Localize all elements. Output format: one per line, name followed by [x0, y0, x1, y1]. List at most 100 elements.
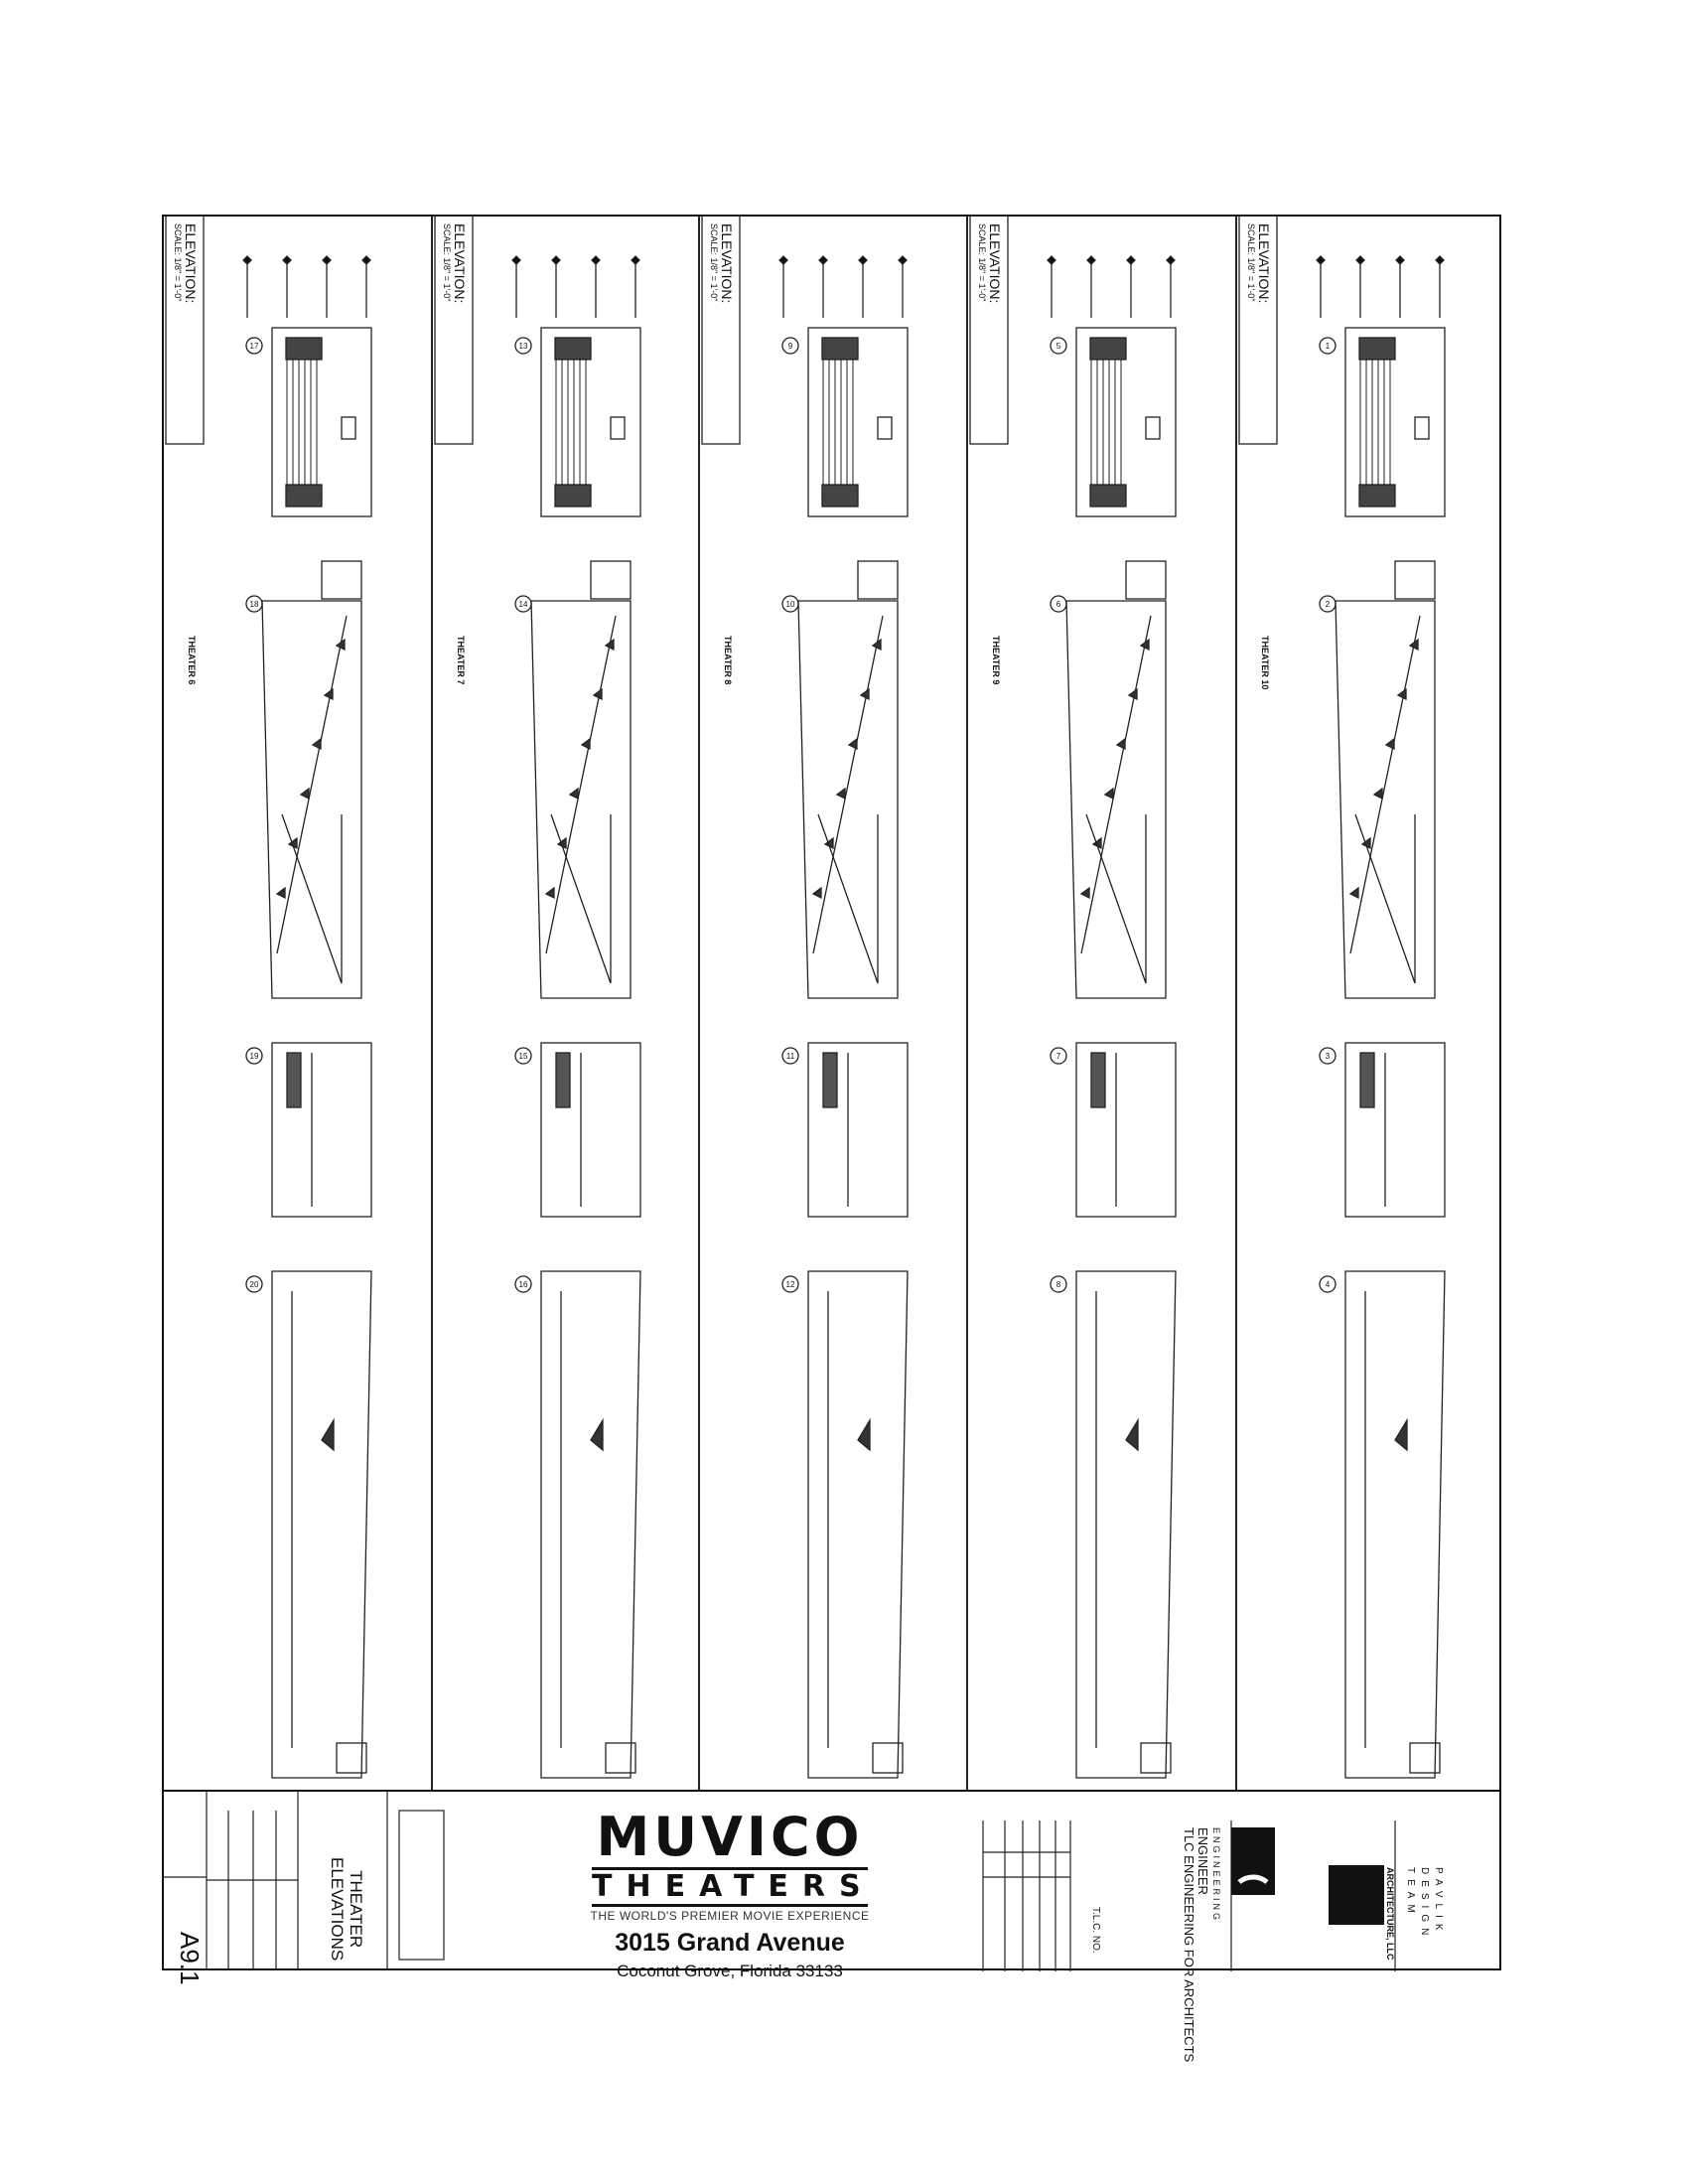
elevation-drawing	[797, 600, 899, 999]
callout-bubble-icon	[1050, 1275, 1067, 1293]
callout-bubble-icon	[1319, 1275, 1336, 1293]
callout-bubble-icon	[514, 1047, 532, 1065]
elevation-drawing	[540, 1270, 641, 1779]
callout-number: 9	[788, 342, 793, 351]
elevation-drawing	[807, 1042, 909, 1218]
projector-booth	[321, 560, 362, 600]
elevation-scale: SCALE: 1/8" = 1'-0"	[442, 223, 452, 302]
callout-bubble-icon	[245, 595, 263, 613]
engineer-heading: ENGINEER	[1196, 1827, 1210, 1895]
callout-bubble-icon	[1050, 595, 1067, 613]
callout-number: 2	[1326, 600, 1331, 609]
level-marker-icon	[1086, 255, 1096, 265]
level-marker-icon	[858, 255, 868, 265]
elevation-drawing	[1075, 1270, 1177, 1779]
elevation-title: ELEVATION:	[452, 223, 468, 304]
elevation-header-box	[969, 215, 1009, 445]
projector-booth	[857, 560, 899, 600]
architect-logo-line: TEAM	[1405, 1867, 1416, 1919]
level-marker-icon	[818, 255, 828, 265]
elevation-drawing	[540, 327, 641, 517]
theater-column: 1 2 3 4	[1235, 215, 1446, 1791]
tlc-logo-mark	[1231, 1827, 1275, 1895]
elevation-drawing	[261, 600, 362, 999]
callout-bubble-icon	[514, 1275, 532, 1293]
elevation-drawing	[1344, 1042, 1446, 1218]
level-marker-icon	[1126, 255, 1136, 265]
callout-bubble-icon	[1050, 1047, 1067, 1065]
level-marker-icon	[282, 255, 292, 265]
brand-tagline: THE WORLD'S PREMIER MOVIE EXPERIENCE	[590, 1909, 870, 1923]
level-marker-icon	[551, 255, 561, 265]
level-marker-icon	[1047, 255, 1056, 265]
callout-number: 13	[519, 342, 528, 351]
project-address: 3015 Grand Avenue	[615, 1929, 845, 1957]
callout-bubble-icon	[245, 1047, 263, 1065]
level-marker-icon	[898, 255, 908, 265]
muvico-logo: MUVICO THEATERS THE WORLD'S PREMIER MOVI…	[586, 1810, 874, 1981]
callout-number: 8	[1056, 1280, 1061, 1289]
level-marker-icon	[511, 255, 521, 265]
architect-firm: ARCHITECTURE, LLC	[1385, 1867, 1395, 1961]
elevation-header-box	[165, 215, 205, 445]
elevation-drawing	[271, 1270, 372, 1779]
elevation-header-box	[434, 215, 474, 445]
level-marker-icon	[361, 255, 371, 265]
engineer-ref: T.L.C. NO.	[1090, 1907, 1101, 1954]
elevation-drawing	[271, 1042, 372, 1218]
elevation-title: ELEVATION:	[719, 223, 735, 304]
callout-bubble-icon	[781, 1047, 799, 1065]
level-marker-icon	[242, 255, 252, 265]
callout-bubble-icon	[514, 337, 532, 355]
callout-bubble-icon	[1319, 337, 1336, 355]
callout-number: 19	[250, 1052, 259, 1061]
sheet-title-line2: ELEVATIONS	[328, 1857, 347, 1962]
elevation-title: ELEVATION:	[183, 223, 199, 304]
elevation-drawing	[271, 327, 372, 517]
projector-booth	[1125, 560, 1167, 600]
elevation-drawing	[540, 1042, 641, 1218]
callout-number: 17	[250, 342, 259, 351]
callout-bubble-icon	[781, 1275, 799, 1293]
sheet-border	[162, 215, 1501, 1970]
callout-number: 10	[786, 600, 795, 609]
elevation-drawing	[530, 600, 632, 999]
elevation-title: ELEVATION:	[1256, 223, 1272, 304]
elevation-scale: SCALE: 1/8" = 1'-0"	[173, 223, 183, 302]
engineer-logo-text: ENGINEERING	[1211, 1827, 1221, 1924]
callout-number: 20	[250, 1280, 259, 1289]
elevation-scale: SCALE: 1/8" = 1'-0"	[709, 223, 719, 302]
level-marker-icon	[1316, 255, 1326, 265]
sheet-title: THEATER ELEVATIONS	[328, 1857, 365, 1961]
level-marker-icon	[1166, 255, 1176, 265]
elevation-header: ELEVATION:SCALE: 1/8" = 1'-0"	[173, 223, 199, 303]
callout-number: 1	[1326, 342, 1331, 351]
elevation-drawing	[1065, 600, 1167, 999]
architect-logo: PAVLIK DESIGN TEAM	[1403, 1867, 1445, 1941]
callout-number: 3	[1326, 1052, 1331, 1061]
callout-bubble-icon	[245, 1275, 263, 1293]
callout-number: 16	[519, 1280, 528, 1289]
callout-number: 11	[786, 1052, 795, 1061]
callout-number: 4	[1326, 1280, 1331, 1289]
elevation-header: ELEVATION:SCALE: 1/8" = 1'-0"	[709, 223, 735, 303]
brand-sub: THEATERS	[592, 1867, 868, 1907]
callout-number: 15	[519, 1052, 528, 1061]
level-marker-icon	[591, 255, 601, 265]
sheet-number: A9.1	[175, 1932, 205, 1985]
callout-bubble-icon	[1319, 595, 1336, 613]
level-marker-icon	[1435, 255, 1445, 265]
sheet-title-line1: THEATER	[347, 1870, 365, 1949]
elevation-header-box	[701, 215, 741, 445]
callout-number: 6	[1056, 600, 1061, 609]
elevation-drawing	[807, 327, 909, 517]
elevation-header-box	[1238, 215, 1278, 445]
level-marker-icon	[1355, 255, 1365, 265]
callout-number: 7	[1056, 1052, 1061, 1061]
callout-bubble-icon	[1319, 1047, 1336, 1065]
projector-booth	[590, 560, 632, 600]
